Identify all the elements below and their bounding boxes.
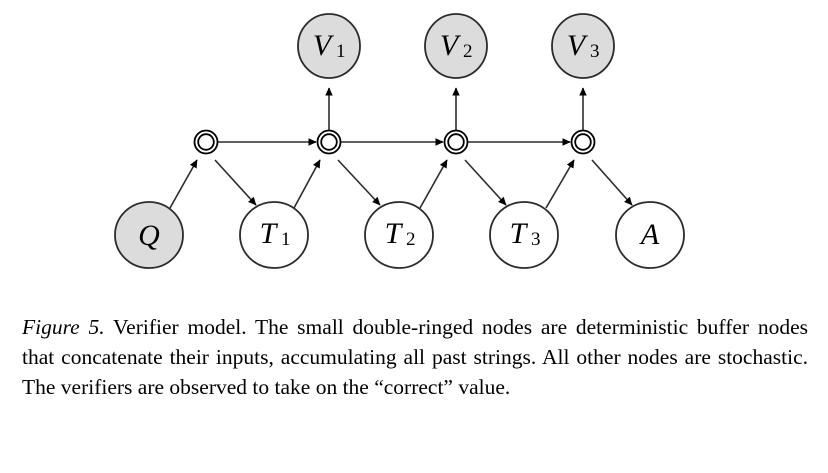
node-t2-label: T <box>385 217 404 250</box>
node-v2-subscript: 2 <box>463 41 473 62</box>
node-t2-shape <box>364 201 434 269</box>
edge-t3-b4 <box>545 159 575 209</box>
node-v3-shape <box>551 13 615 79</box>
node-v2[interactable]: V 2 <box>424 13 488 79</box>
node-t1-shape <box>239 201 309 269</box>
edge-t1-b2 <box>293 159 321 209</box>
diagram-canvas: V 1 V 2 V 3 <box>114 13 685 269</box>
node-a-label: A <box>639 218 660 251</box>
node-buffer-2[interactable] <box>316 129 342 155</box>
node-v3[interactable]: V 3 <box>551 13 615 79</box>
node-v3-subscript: 3 <box>590 41 600 62</box>
node-buffer-4-inner-ring <box>574 133 592 151</box>
node-buffer-4[interactable] <box>570 129 596 155</box>
node-t3[interactable]: T 3 <box>489 201 559 269</box>
figure-number: Figure 5. <box>22 315 105 339</box>
node-t2[interactable]: T 2 <box>364 201 434 269</box>
node-buffer-3-inner-ring <box>447 133 465 151</box>
node-t3-subscript: 3 <box>531 229 541 250</box>
node-v3-label: V <box>567 29 589 62</box>
node-buffer-2-inner-ring <box>320 133 338 151</box>
edge-b2-t2 <box>337 159 381 206</box>
edge-q-b1 <box>169 159 198 209</box>
edge-t2-b3 <box>419 159 448 209</box>
buffer-nodes <box>193 129 596 155</box>
edge-layer <box>169 87 633 209</box>
node-buffer-3[interactable] <box>443 129 469 155</box>
node-t1[interactable]: T 1 <box>239 201 309 269</box>
node-t1-subscript: 1 <box>281 229 291 250</box>
node-v1-subscript: 1 <box>336 41 346 62</box>
figure-caption-text: Verifier model. The small double-ringed … <box>22 315 808 399</box>
node-q-label: Q <box>138 219 160 252</box>
node-v2-shape <box>424 13 488 79</box>
node-t3-shape <box>489 201 559 269</box>
edge-b3-t3 <box>464 159 507 206</box>
node-t2-subscript: 2 <box>406 229 416 250</box>
node-t3-label: T <box>510 217 529 250</box>
node-v1[interactable]: V 1 <box>297 13 361 79</box>
edge-b1-t1 <box>214 159 257 206</box>
node-a[interactable]: A <box>615 201 685 269</box>
node-v2-label: V <box>440 29 462 62</box>
edge-b4-a <box>591 159 633 206</box>
node-q[interactable]: Q <box>114 201 184 269</box>
node-buffer-1-inner-ring <box>197 133 215 151</box>
node-buffer-1[interactable] <box>193 129 219 155</box>
node-v1-label: V <box>313 29 335 62</box>
node-v1-shape <box>297 13 361 79</box>
bottom-nodes: Q T 1 T 2 T 3 <box>114 201 685 269</box>
verifier-model-diagram: V 1 V 2 V 3 <box>114 13 685 269</box>
node-q-shape <box>114 201 184 269</box>
figure-caption: Figure 5. Verifier model. The small doub… <box>22 312 808 402</box>
verifier-nodes: V 1 V 2 V 3 <box>297 13 615 79</box>
node-t1-label: T <box>260 217 279 250</box>
node-a-shape <box>615 201 685 269</box>
